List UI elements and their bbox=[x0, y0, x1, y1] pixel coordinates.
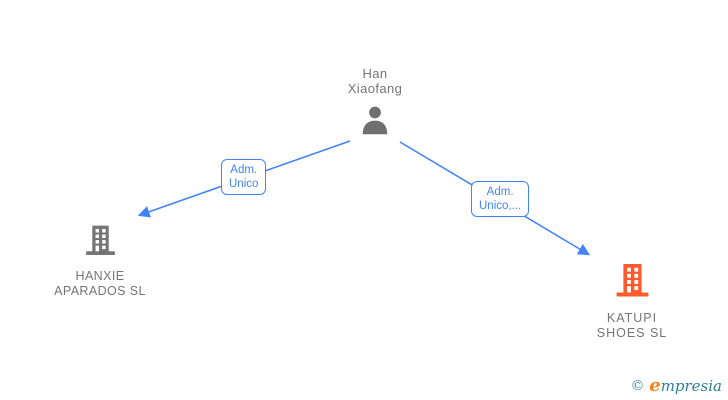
empresia-logo[interactable]: © empresia bbox=[630, 375, 722, 396]
person-icon bbox=[330, 103, 420, 144]
node-company-katupi[interactable]: KATUPI SHOES SL bbox=[576, 260, 688, 341]
brand-initial: e bbox=[649, 375, 661, 396]
company-name-line2: SHOES SL bbox=[596, 326, 668, 340]
edge-label-line2: Unico,... bbox=[479, 200, 522, 212]
edge-label-line2: Unico bbox=[229, 178, 259, 190]
brand-rest: mpresia bbox=[660, 377, 722, 395]
copyright-symbol: © bbox=[630, 378, 645, 394]
person-name-line1: Han bbox=[362, 66, 388, 81]
edge-label-adm-unico-left[interactable]: Adm. Unico bbox=[221, 159, 267, 195]
edge-label-adm-unico-right[interactable]: Adm. Unico,... bbox=[471, 181, 530, 217]
company-name-line1: KATUPI bbox=[606, 311, 658, 325]
node-person[interactable]: Han Xiaofang bbox=[330, 66, 420, 144]
edge-label-line1: Adm. bbox=[486, 186, 514, 198]
company-name-line1: HANXIE bbox=[75, 269, 125, 283]
node-company-hanxie[interactable]: HANXIE APARADOS SL bbox=[44, 222, 156, 299]
building-icon bbox=[576, 260, 688, 306]
edge-label-line1: Adm. bbox=[230, 164, 258, 176]
building-icon bbox=[44, 222, 156, 264]
person-name-line2: Xiaofang bbox=[347, 81, 403, 96]
company-name-line2: APARADOS SL bbox=[54, 284, 146, 298]
